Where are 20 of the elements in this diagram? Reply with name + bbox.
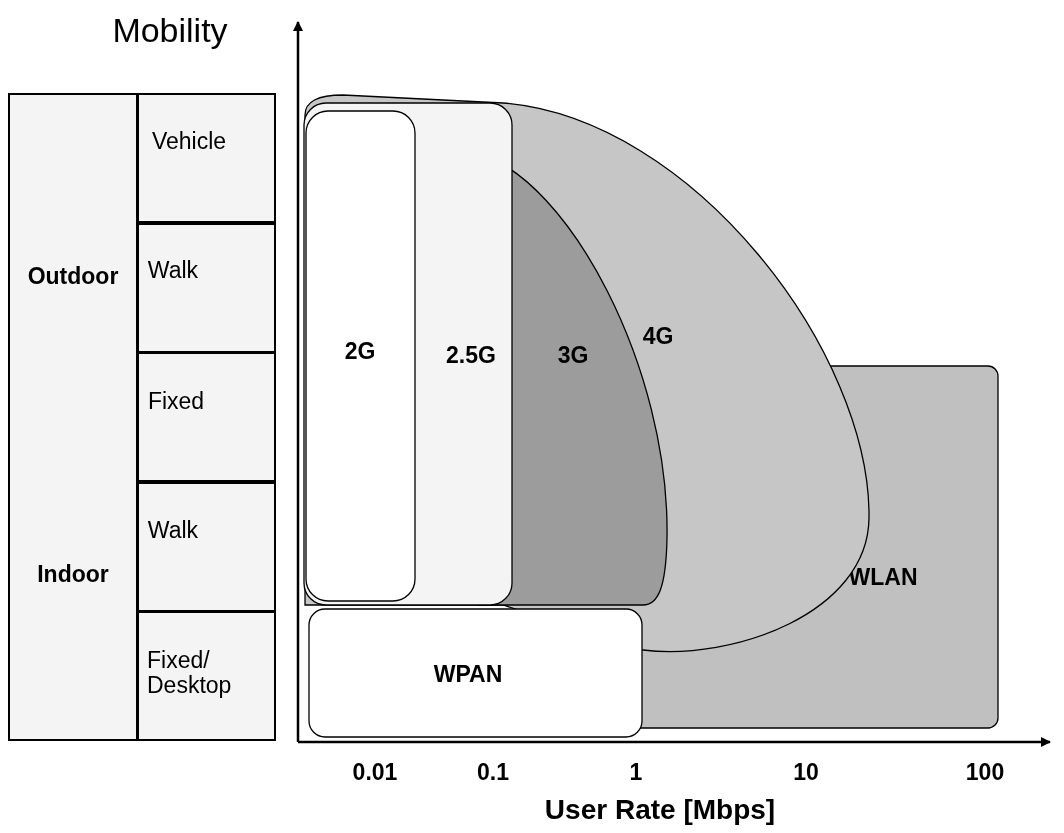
tick-label: 100	[965, 758, 1005, 786]
tick-label: 10	[793, 758, 819, 786]
row-label: Fixed/ Desktop	[147, 647, 233, 699]
tick-label: 0.01	[352, 758, 398, 786]
row-label: Vehicle	[151, 129, 227, 155]
row-label: Outdoor	[27, 264, 119, 290]
row-label: Fixed	[147, 389, 205, 415]
axis-title: Mobility	[112, 10, 228, 50]
region-label: 2G	[344, 339, 376, 365]
tick-label: 1	[629, 758, 643, 786]
tick-label: 0.1	[477, 758, 509, 786]
region-label: 2.5G	[446, 343, 496, 369]
axis-title: User Rate [Mbps]	[544, 794, 776, 826]
row-label: Indoor	[37, 562, 109, 588]
region-label: 4G	[642, 324, 674, 350]
region-label: WLAN	[848, 565, 918, 591]
row-label: Walk	[147, 258, 199, 284]
region-label: 3G	[557, 343, 589, 369]
row-label: Walk	[147, 518, 199, 544]
region-label: WPAN	[433, 662, 503, 688]
